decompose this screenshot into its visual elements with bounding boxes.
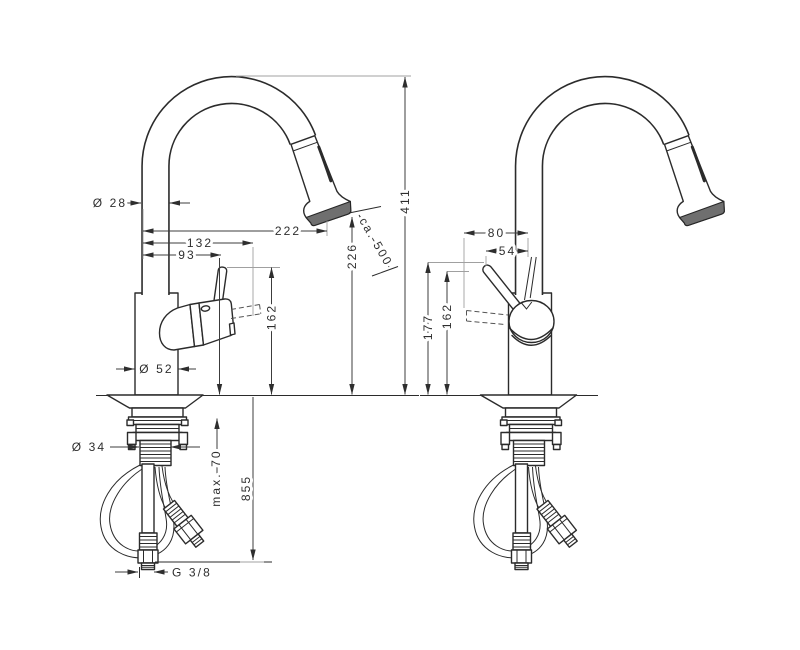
dim-outlet-height: 226 bbox=[342, 216, 362, 395]
dim-label: 80 bbox=[488, 226, 506, 240]
dim-connection-thread: G 3/8 bbox=[115, 563, 213, 583]
dim-lever-top-height: 177 bbox=[418, 262, 438, 395]
dim-label: 222 bbox=[275, 224, 301, 238]
dim-spout-reach: 222 bbox=[142, 221, 328, 241]
dim-label: 411 bbox=[398, 188, 412, 213]
dim-label: 177 bbox=[421, 314, 435, 340]
handle-cone bbox=[158, 303, 196, 351]
dim-shank-diameter: Ø 34 bbox=[69, 437, 200, 457]
dim-label: 162 bbox=[265, 304, 279, 330]
mixer-handle-side bbox=[158, 266, 262, 351]
dim-body-diameter: Ø 52 bbox=[116, 359, 196, 379]
dim-label: 162 bbox=[440, 303, 454, 329]
dim-spout-diameter: Ø 28 bbox=[90, 193, 190, 213]
dim-handle-reach: 132 bbox=[142, 233, 254, 253]
extension-lines bbox=[139, 75, 529, 578]
dome-top-notch bbox=[521, 301, 533, 310]
left-view bbox=[96, 90, 419, 569]
dome-base-arcs bbox=[508, 327, 554, 346]
dim-handle-swing: 80 bbox=[463, 223, 529, 243]
lever-swing-ghost bbox=[466, 310, 509, 325]
dim-hose-length: 855 bbox=[236, 397, 256, 561]
dim-label: Ø 52 bbox=[139, 362, 173, 376]
dim-label: max. 70 bbox=[209, 449, 223, 506]
internal-hose-lines bbox=[524, 256, 537, 301]
dim-label: ca. 500 bbox=[356, 215, 395, 269]
dim-label: 93 bbox=[178, 248, 196, 262]
dim-label: G 3/8 bbox=[172, 566, 212, 580]
dim-max-counter-thickness: max. 70 bbox=[206, 418, 226, 510]
mixer-handle-front bbox=[466, 264, 555, 346]
cartridge-dome bbox=[508, 299, 555, 344]
dim-body-height: 162 bbox=[437, 271, 457, 395]
dim-lever-offset: 93 bbox=[142, 245, 223, 395]
dim-label: 855 bbox=[239, 475, 253, 501]
dim-lever-height: 162 bbox=[262, 267, 282, 395]
dim-label: 226 bbox=[345, 243, 359, 269]
dim-label: 54 bbox=[499, 244, 517, 258]
dim-pullout-length: ca. 500 bbox=[353, 212, 398, 272]
right-view bbox=[420, 90, 724, 569]
dim-label: Ø 28 bbox=[93, 196, 127, 210]
handle-screw bbox=[200, 305, 211, 312]
handle-end-notch bbox=[228, 322, 236, 336]
dim-total-height: 411 bbox=[395, 76, 415, 395]
dim-label: 132 bbox=[187, 236, 213, 250]
dim-lever-projection: 54 bbox=[485, 241, 529, 261]
dim-label: Ø 34 bbox=[72, 440, 106, 454]
handle-swing-ghost bbox=[230, 304, 262, 319]
